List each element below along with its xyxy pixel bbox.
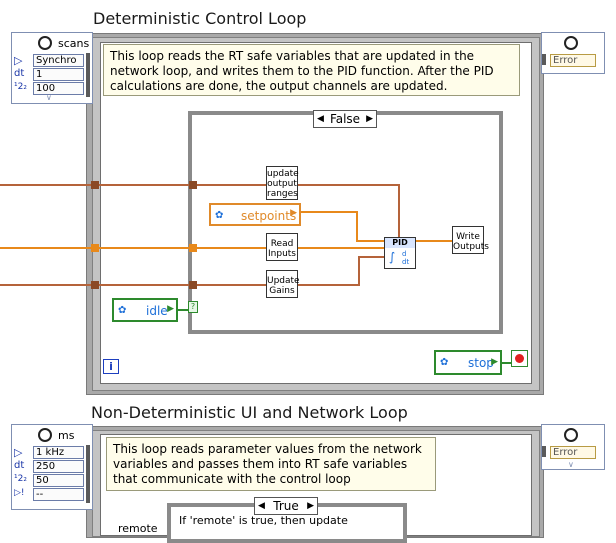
iteration-terminal: i xyxy=(103,359,119,374)
offset-icon: ¹2₂ xyxy=(14,82,27,92)
clock-icon xyxy=(564,36,578,50)
loop1-case-selector[interactable]: ◀ False ▶ xyxy=(313,110,377,128)
clock-icon xyxy=(38,428,52,442)
loop2-dt-value[interactable]: 250 xyxy=(33,460,84,473)
loop2-input-node[interactable]: ms ▷ 1 kHz dt 250 ¹2₂ 50 ▷! -- xyxy=(11,424,93,510)
tunnel xyxy=(189,244,197,252)
pid-label: PID xyxy=(385,238,415,248)
variable-arrow-icon: ▶ xyxy=(290,208,297,218)
wire-sp xyxy=(301,211,358,213)
wire-upd xyxy=(398,184,400,238)
tunnel xyxy=(91,244,99,252)
variable-arrow-icon: ▶ xyxy=(491,357,498,367)
error-arrow-icon xyxy=(542,54,546,65)
node-handle xyxy=(86,445,90,503)
loop2-source-value[interactable]: 1 kHz xyxy=(33,446,84,459)
loop2-output-node[interactable]: Error ∨ xyxy=(541,424,605,470)
loop2-error-value[interactable]: Error xyxy=(550,446,596,459)
loop2-unit-label: ms xyxy=(58,429,75,442)
update-gains-subvi[interactable]: Update Gains xyxy=(266,270,300,298)
stop-variable[interactable]: ✿ stop ▶ xyxy=(434,350,502,375)
case-selector-terminal: ? xyxy=(188,301,198,313)
wire-3d xyxy=(358,256,385,258)
read-inputs-subvi[interactable]: Read Inputs xyxy=(266,233,298,261)
wire-sp2 xyxy=(356,211,358,241)
setpoints-label: setpoints xyxy=(241,209,297,223)
write-outputs-subvi[interactable]: Write Outputs xyxy=(452,226,489,254)
clock-icon xyxy=(564,428,578,442)
error-arrow-icon xyxy=(542,446,546,457)
loop1-unit-label: scans xyxy=(58,37,90,50)
wire-idle xyxy=(178,309,188,311)
idle-label: idle xyxy=(146,304,168,318)
loop2-offset-value[interactable]: 50 xyxy=(33,474,84,487)
wire-pid-out xyxy=(416,240,452,242)
tunnel xyxy=(91,281,99,289)
loop1-comment: This loop reads the RT safe variables th… xyxy=(103,44,520,96)
clock-icon xyxy=(38,36,52,50)
expand-chevron-icon[interactable]: ∨ xyxy=(568,460,574,469)
wire-sp3 xyxy=(356,240,385,242)
loop2-case-selector[interactable]: ◀ True ▶ xyxy=(254,497,318,515)
source-icon: ▷ xyxy=(14,446,23,459)
loop2-case-comment: If 'remote' is true, then update xyxy=(179,514,348,527)
loop1-error-value[interactable]: Error xyxy=(550,54,596,67)
update-ranges-subvi[interactable]: update output ranges xyxy=(266,166,299,200)
tunnel xyxy=(189,181,197,189)
loop2-name-value[interactable]: -- xyxy=(33,488,84,501)
offset-icon: ¹2₂ xyxy=(14,474,27,484)
loop1-dt-value[interactable]: 1 xyxy=(33,68,84,81)
tunnel xyxy=(189,281,197,289)
name-icon: ▷! xyxy=(14,488,25,498)
case-next-icon[interactable]: ▶ xyxy=(307,501,314,511)
loop1-output-node[interactable]: Error xyxy=(541,32,605,74)
wire-3 xyxy=(0,284,266,286)
dt-label: dt xyxy=(14,68,25,79)
stop-label: stop xyxy=(468,356,494,370)
loop1-input-node[interactable]: scans ▷ Synchro dt 1 ¹2₂ 100 ∨ xyxy=(11,32,93,104)
loop2-title: Non-Deterministic UI and Network Loop xyxy=(91,403,408,422)
idle-variable[interactable]: ✿ idle ▶ xyxy=(112,298,178,322)
loop1-source-value[interactable]: Synchro xyxy=(33,54,84,67)
expand-chevron-icon[interactable]: ∨ xyxy=(46,93,52,102)
case-next-icon[interactable]: ▶ xyxy=(366,114,373,124)
remote-label: remote xyxy=(118,522,158,535)
case-selector-label: True xyxy=(273,499,299,513)
wire-3b xyxy=(298,284,360,286)
dt-label: dt xyxy=(14,460,25,471)
variable-icon: ✿ xyxy=(440,357,449,368)
loop1-title: Deterministic Control Loop xyxy=(93,9,307,28)
setpoints-variable[interactable]: ✿ setpoints ▶ xyxy=(209,203,301,226)
loop2-comment: This loop reads parameter values from th… xyxy=(106,437,436,491)
source-icon: ▷ xyxy=(14,54,23,67)
tunnel xyxy=(91,181,99,189)
node-handle xyxy=(86,53,90,97)
pid-integral-icon: ∫ xyxy=(389,250,396,264)
case-prev-icon[interactable]: ◀ xyxy=(317,114,324,124)
variable-arrow-icon: ▶ xyxy=(167,304,174,314)
variable-icon: ✿ xyxy=(118,305,127,316)
wire-3c xyxy=(358,256,360,286)
stop-condition-icon[interactable] xyxy=(511,350,528,367)
wire-stop xyxy=(502,362,512,364)
wire-1 xyxy=(0,184,400,186)
loop1-offset-value[interactable]: 100 xyxy=(33,82,84,95)
case-selector-label: False xyxy=(329,112,361,126)
variable-icon: ✿ xyxy=(215,210,224,221)
case-prev-icon[interactable]: ◀ xyxy=(258,501,265,511)
